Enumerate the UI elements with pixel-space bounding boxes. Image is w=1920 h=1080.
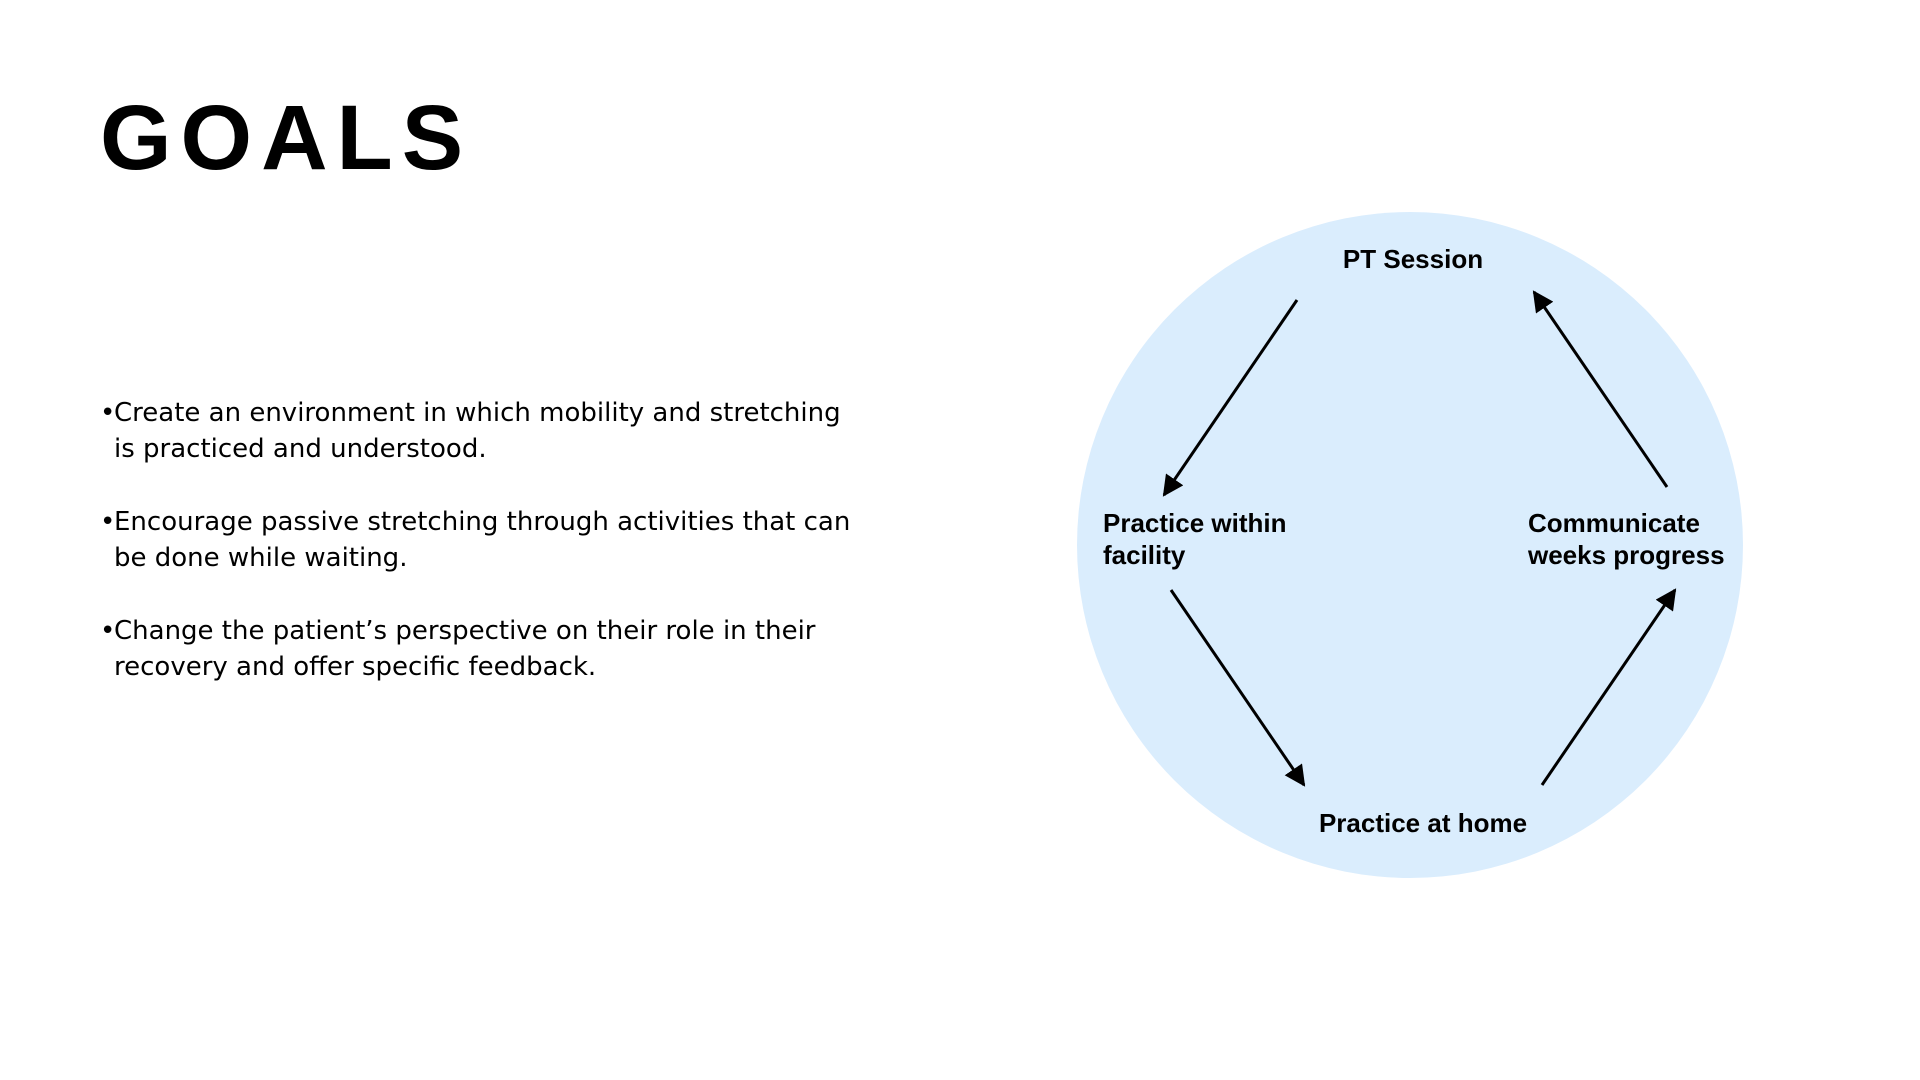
node-practice-at-home: Practice at home [1319,808,1527,838]
node-label-line: Practice within [1103,508,1287,538]
arrow-home-to-communicate [1540,588,1677,786]
cycle-diagram: PT Session Practice within facility Prac… [1077,212,1743,878]
slide-title: GOALS [100,87,473,189]
bullet-icon: • [100,616,116,646]
goal-text: Encourage passive stretching through act… [114,507,851,573]
arrow-facility-to-home [1169,589,1306,787]
node-communicate-weeks-progress: Communicate weeks progress [1527,508,1725,570]
goal-item: • Change the patient’s perspective on th… [100,613,860,685]
goal-item: • Create an environment in which mobilit… [100,395,860,467]
node-label-line: facility [1103,540,1186,570]
goal-text: Create an environment in which mobility … [114,398,841,464]
goals-list: • Create an environment in which mobilit… [100,395,860,722]
node-pt-session: PT Session [1343,244,1483,274]
node-label-line: Communicate [1528,508,1700,538]
bullet-icon: • [100,507,116,537]
bullet-icon: • [100,398,116,428]
goal-item: • Encourage passive stretching through a… [100,504,860,576]
node-practice-within-facility: Practice within facility [1103,508,1294,570]
arrow-session-to-facility [1162,299,1299,497]
arrow-communicate-to-session [1532,290,1669,488]
node-label-line: weeks progress [1527,540,1725,570]
goal-text: Change the patient’s perspective on thei… [114,616,816,682]
